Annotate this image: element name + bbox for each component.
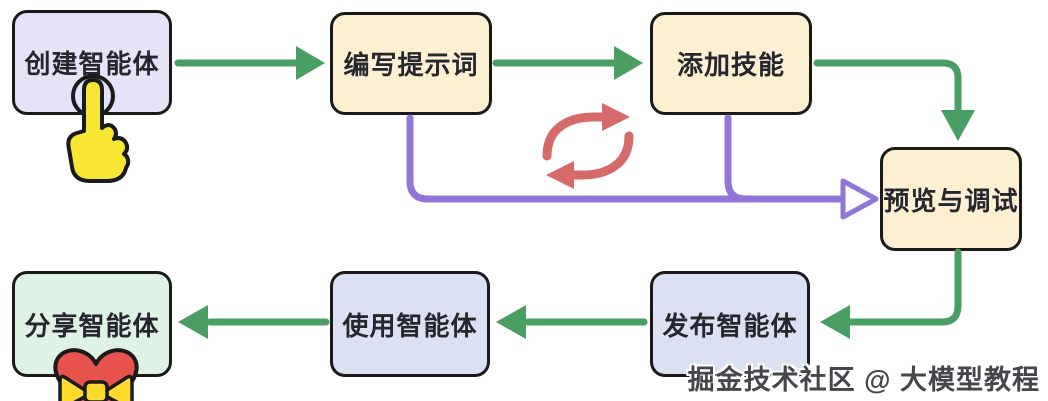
connector-shaft-from-write [406, 114, 849, 203]
node-share-agent-label: 分享智能体 [24, 310, 160, 341]
node-write-prompt-label: 编写提示词 [343, 50, 479, 80]
loop-arrowhead-right [602, 103, 630, 131]
arrow-publish-to-use [496, 305, 648, 339]
node-publish-agent-label: 发布智能体 [662, 310, 798, 341]
connector-write-skills-to-preview [406, 114, 879, 220]
node-write-prompt: 编写提示词 [330, 12, 492, 115]
arrowhead-right [296, 46, 325, 80]
arrowhead-down [941, 110, 975, 141]
connector-shaft-from-skills [724, 114, 750, 203]
node-publish-agent: 发布智能体 [650, 271, 810, 377]
node-use-agent-label: 使用智能体 [342, 310, 478, 341]
bow-right-loop [102, 374, 134, 401]
arrow-write-to-skills [492, 46, 643, 80]
node-use-agent: 使用智能体 [330, 271, 490, 377]
arrow-create-to-write [174, 46, 325, 80]
node-add-skills-label: 添加技能 [676, 50, 785, 80]
node-preview-debug: 预览与调试 [880, 147, 1022, 251]
loop-arrowhead-left [546, 161, 574, 189]
arrowhead-left [496, 305, 526, 339]
arrow-use-to-share [178, 305, 330, 339]
watermark-text: 掘金技术社区 @ 大模型教程 [687, 365, 1040, 395]
arrow-shaft [813, 59, 962, 118]
arrowhead-left [820, 305, 850, 339]
arrow-skills-to-preview [813, 59, 975, 141]
loop-top-curve [542, 112, 609, 161]
loop-bottom-curve [567, 131, 634, 180]
pointing-hand [66, 78, 131, 183]
node-add-skills: 添加技能 [650, 12, 812, 115]
iterate-loop-icon [542, 103, 634, 189]
arrowhead-left [178, 305, 208, 339]
arrowhead-right [614, 46, 643, 80]
arrow-shaft [844, 248, 962, 326]
heart-with-bow-icon [53, 348, 139, 401]
node-create-agent-label: 创建智能体 [24, 49, 160, 79]
pointing-hand-click-icon [66, 74, 131, 183]
arrow-preview-to-publish [820, 248, 962, 339]
bow-left-loop [58, 374, 90, 401]
node-preview-debug-label: 预览与调试 [883, 185, 1019, 216]
bow-knot [83, 380, 109, 401]
arrowhead-open-right [840, 178, 879, 220]
